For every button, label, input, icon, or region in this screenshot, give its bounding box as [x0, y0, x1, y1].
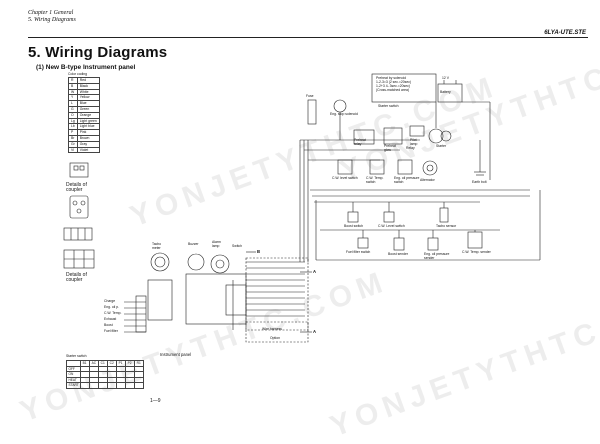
starter-table-cell [116, 382, 127, 389]
starter-table-cell [80, 382, 91, 389]
legend-caption: Color coding [68, 72, 88, 76]
legend-cell: Brown [76, 134, 100, 142]
stop-solenoid-shape [333, 99, 347, 113]
starter-table-cell [134, 365, 145, 372]
alternator-shape [422, 160, 438, 176]
warning-lamp-label: Charge [104, 299, 116, 303]
wiring-diagram [63, 73, 541, 343]
wire-harness-label: Wire harness [262, 327, 282, 331]
alarm-lamp-label: Alarm lamp [212, 240, 221, 248]
warning-lamp-label: Eng. oil p. [104, 305, 120, 309]
pilot-lamp-label: Pilot lamp [410, 138, 418, 146]
starter-table-cell [125, 382, 136, 389]
starter-table-row: HEAT [65, 376, 145, 383]
preheat-glow-label: Preheat glow [384, 144, 396, 152]
starter-table-row: START [65, 382, 145, 389]
mark-a: A [313, 269, 317, 274]
starter-table-caption: Starter switch [66, 354, 87, 358]
fuel-filter-switch-label: Fuel filter switch [346, 250, 371, 254]
starter-table-cell: START [65, 382, 82, 389]
coupler-label: Details of coupler [66, 182, 87, 193]
legend-cell: Pink [76, 129, 100, 136]
preheat-box [371, 73, 437, 103]
battery-voltage: 12 V [442, 76, 449, 80]
starter-table-cell [89, 382, 100, 389]
starter-table-cell [134, 376, 145, 383]
oil-sender-label: Eng. oil pressure sender [424, 252, 450, 260]
starter-table-header [65, 360, 82, 367]
header-rule [28, 37, 588, 38]
starter-table-cell [107, 382, 118, 389]
starter-table-cell: OFF [65, 365, 82, 372]
starter-table-row: ON [65, 371, 145, 378]
earth-bolt-label: Earth bolt [472, 180, 487, 184]
coupler-shape [69, 162, 89, 178]
preheat-relay-label: Preheat relay [354, 138, 366, 146]
coupler-shape [69, 195, 89, 219]
page-number: 1—9 [150, 398, 161, 404]
legend-cell: Light blue [76, 123, 100, 131]
battery-label: Battery [440, 90, 451, 94]
oil-pressure-label: Eng. oil pressure switch [394, 176, 420, 184]
starter-switch-label: Starter switch [378, 104, 399, 108]
battery-shape [437, 83, 463, 103]
boost-switch-label: Boost switch [344, 224, 364, 228]
stop-solenoid-label: Eng. stop solenoid [330, 112, 358, 116]
buzzer-label: Buzzer [188, 242, 199, 246]
fuse-label: Fuse [306, 94, 314, 98]
coupler-label: Details of coupler [66, 272, 87, 283]
cw-level-sensor-label: C.W. Level switch [378, 224, 405, 228]
page-subtitle: (1) New B-type Instrument panel [36, 64, 136, 71]
starter-table-header: R1 [134, 360, 145, 367]
alternator-label: Alternator [420, 178, 435, 182]
preheat-note: Preheat by solenoid 1-2-3=3 (2 sec.=20se… [376, 76, 412, 92]
starter-table-cell [98, 382, 109, 389]
warning-lamp-label: Exhaust [104, 317, 117, 321]
tacho-sensor-label: Tacho sensor [436, 224, 457, 228]
header-chapter: Chapter 1 General 5. Wiring Diagrams [28, 10, 76, 24]
warning-lamp-label: Boost [104, 323, 113, 327]
mark-a: A [313, 329, 317, 334]
starter-table-cell: ON [65, 371, 82, 378]
starter-table-cell [134, 382, 145, 389]
cw-temp-label: C.W. Temp. switch [366, 176, 384, 184]
boost-sender-label: Boost sender [388, 252, 408, 256]
legend-cell: Violet [76, 146, 100, 154]
starter-label: Starter [436, 144, 447, 148]
cw-level-label: C.W. level switch [332, 176, 358, 180]
starter-shape [428, 128, 444, 144]
page-title: 5. Wiring Diagrams [28, 44, 168, 61]
chapter-label: Chapter 1 General [28, 10, 74, 16]
section-label: 5. Wiring Diagrams [28, 17, 76, 23]
tacho-meter-shape [150, 252, 170, 272]
warning-lamp-label: C.W. Temp. [104, 311, 122, 315]
tacho-label: Tacho meter [152, 242, 162, 250]
harness-box [245, 257, 309, 331]
legend-cell: Gray [76, 140, 100, 148]
warning-lamp-label: Fuel filter [104, 329, 118, 333]
switch-label: Switch [232, 244, 242, 248]
option-label: Option [270, 336, 280, 340]
cw-temp-sender-label: C.W. Temp. sender [462, 250, 491, 254]
relay-label: Relay [406, 146, 415, 150]
instrument-panel-label: Instrument panel [160, 352, 192, 357]
starter-table-cell: HEAT [65, 376, 82, 383]
starter-table-row: OFF [65, 365, 145, 372]
starter-table-cell [134, 371, 145, 378]
mark-b: B [257, 249, 261, 254]
model-label: 6LYA-UTE.STE [544, 30, 586, 36]
